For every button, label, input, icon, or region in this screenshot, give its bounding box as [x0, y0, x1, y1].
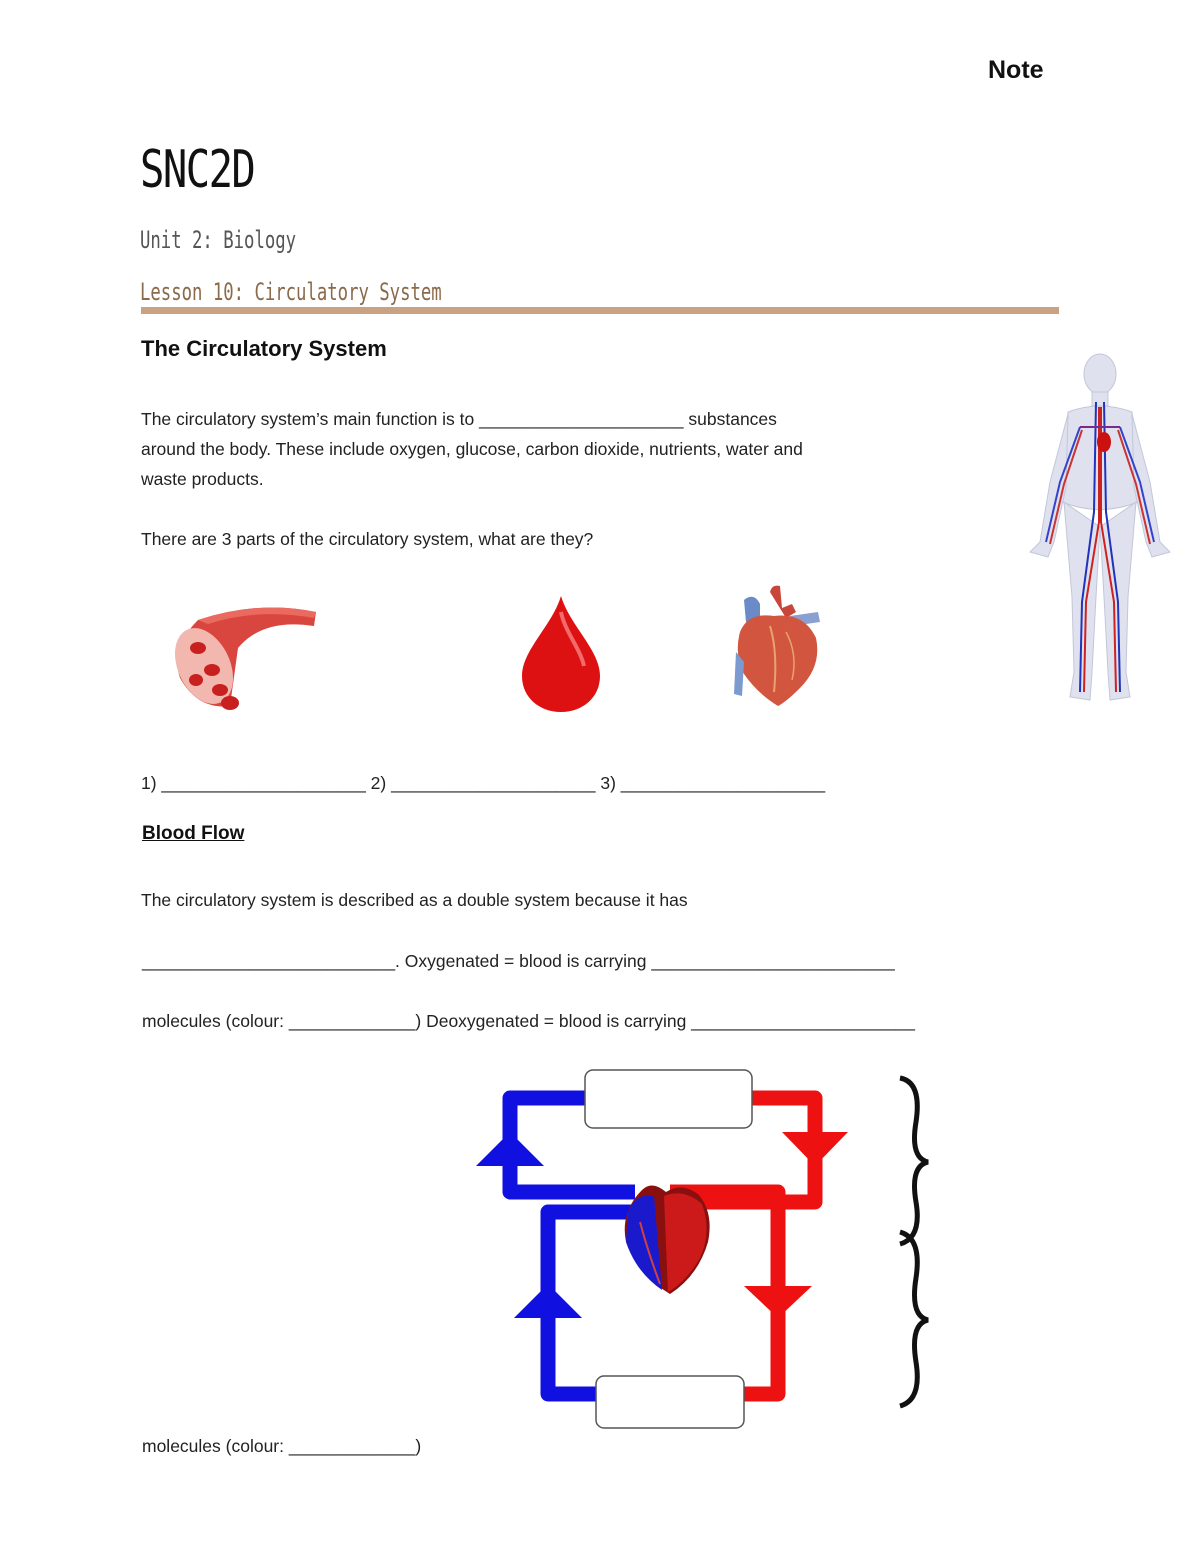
unit-title: Unit 2: Biology — [140, 226, 297, 254]
section-heading: The Circulatory System — [141, 336, 387, 361]
course-code: SNC2D — [140, 140, 256, 200]
heart-icon — [730, 582, 825, 707]
blood-drop-icon — [520, 592, 602, 714]
blood-flow-heading: Blood Flow — [142, 823, 245, 844]
human-circulatory-figure — [1020, 352, 1180, 707]
parts-answer-line: 1) _____________________ 2) ____________… — [141, 773, 826, 793]
note-label: Note — [988, 56, 1044, 84]
upper-brace — [899, 1075, 929, 1247]
lesson-title: Lesson 10: Circulatory System — [140, 278, 442, 306]
lower-brace — [899, 1229, 929, 1409]
final-colour-line: molecules (colour: _____________) — [142, 1436, 422, 1456]
body-label-box — [595, 1375, 745, 1429]
double-system-line: The circulatory system is described as a… — [141, 890, 688, 910]
oxygenated-line: __________________________. Oxygenated =… — [142, 951, 895, 971]
downward-arrow-top — [782, 1132, 848, 1166]
upward-arrow-bottom — [514, 1284, 582, 1318]
title-rule — [141, 307, 1059, 314]
downward-arrow-bottom — [744, 1286, 812, 1318]
function-line-3: waste products. — [141, 469, 264, 489]
blood-vessel-icon — [168, 598, 320, 713]
function-line-1: The circulatory system’s main function i… — [141, 409, 777, 429]
double-circulation-diagram — [470, 1062, 940, 1442]
upward-arrow-top — [476, 1132, 544, 1166]
lungs-label-box — [584, 1069, 753, 1129]
function-line-2: around the body. These include oxygen, g… — [141, 439, 803, 459]
deoxygenated-line: molecules (colour: _____________) Deoxyg… — [142, 1011, 916, 1031]
parts-question: There are 3 parts of the circulatory sys… — [141, 529, 594, 549]
